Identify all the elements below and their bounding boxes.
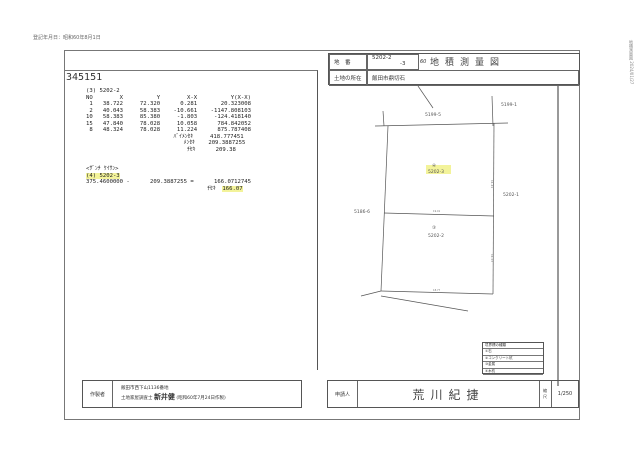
dimension-label: 19.01 <box>433 209 441 213</box>
applicant-box: 申請人 荒川紀捷 縮尺 1/250 <box>327 380 579 408</box>
legend-item: ①石 <box>483 349 543 356</box>
chiban-main: 5202-2 <box>372 55 392 61</box>
registration-date: 登記年月日：昭和60年8月1日 <box>33 35 101 41</box>
coordinate-table: NO X Y X-X Y(X-X) 1 38.722 72.320 0.281 … <box>86 94 252 134</box>
legend-item: 境界標の種類 <box>483 343 543 350</box>
applicant-name: 荒川紀捷 <box>358 381 540 407</box>
area-sums: ﾊﾞｲﾒﾝｾｷ 418.777451 ﾒﾝｾｷ 209.3887255 ﾁｾｷ … <box>173 133 246 153</box>
neighbor-label: 5199-1 <box>501 102 517 108</box>
parcel-b-number: 5202-2 <box>428 233 444 239</box>
document-frame <box>64 50 580 420</box>
maker-address: 飯田市西下山1136番地 <box>121 386 169 391</box>
scale-label: 縮尺 <box>540 381 552 407</box>
location-value: 飯田市鼎切石 <box>367 70 579 86</box>
document-title: 地積測量図 <box>430 58 506 68</box>
scale-value: 1/250 <box>557 391 573 397</box>
maker-label: 作製者 <box>83 381 113 407</box>
area-calculation: (3) 5202-2 NO X Y X-X Y(X-X) 1 38.722 72… <box>86 88 251 192</box>
parcel-b-mark: ③ <box>432 225 436 231</box>
area2-label: ﾁｾｷ <box>207 185 216 192</box>
neighbor-label: 5199-5 <box>425 112 441 118</box>
survey-map: 5199-5 5199-1 5202-1 5186-6 ④ 5202-3 ③ 5… <box>354 86 559 386</box>
document-number: 345151 <box>66 72 103 83</box>
area2-value: 166.07 <box>222 185 243 192</box>
boundary-marker-legend: 境界標の種類 ①石 ②コンクリート杭 ③金属 ④木杭 <box>482 342 544 375</box>
applicant-label: 申請人 <box>328 381 358 407</box>
maker-title: 土地家屋調査士 <box>121 396 153 401</box>
location-label: 土地の所在 <box>329 70 367 86</box>
header-table: 地 番 5202-2 -3 土地の所在 飯田市鼎切石 <box>328 53 580 86</box>
maker-name: 新井健 <box>153 393 175 401</box>
chiban-value: 5202-2 -3 <box>367 54 419 70</box>
dimension-label: 18.77 <box>433 288 441 292</box>
side-stamp: 地積測量図 2024/01/27 <box>629 40 634 85</box>
maker-box: 作製者 飯田市西下山1136番地 土地家屋調査士 新井健 (昭和60年7月24日… <box>82 380 302 408</box>
chiban-add: -3 <box>400 61 406 67</box>
legend-item: ④木杭 <box>483 369 543 375</box>
parcel2-heading: (4) 5202-3 <box>86 172 120 179</box>
parcel-a-number: 5202-3 <box>428 169 444 175</box>
dimension-label: 11.41 <box>490 180 494 188</box>
title-prefix: 60 <box>420 59 427 65</box>
neighbor-label: 5202-1 <box>503 192 519 198</box>
deduct-line: 375.4600000 - 209.3887255 = 166.0712745 <box>86 179 252 185</box>
deduct-label: <ｻﾞﾝﾁ ｹｲｻﾝ> <box>86 166 119 172</box>
dimension-label: 11.23 <box>490 254 494 262</box>
parcel-a-mark: ④ <box>432 163 436 169</box>
maker-date: (昭和60年7月24日作製) <box>176 396 226 401</box>
neighbor-label: 5186-6 <box>354 209 370 215</box>
legend-item: ②コンクリート杭 <box>483 356 543 363</box>
chiban-label: 地 番 <box>329 54 367 70</box>
legend-item: ③金属 <box>483 362 543 369</box>
parcel1-heading: (3) 5202-2 <box>86 88 120 94</box>
calculation-panel <box>64 70 318 370</box>
